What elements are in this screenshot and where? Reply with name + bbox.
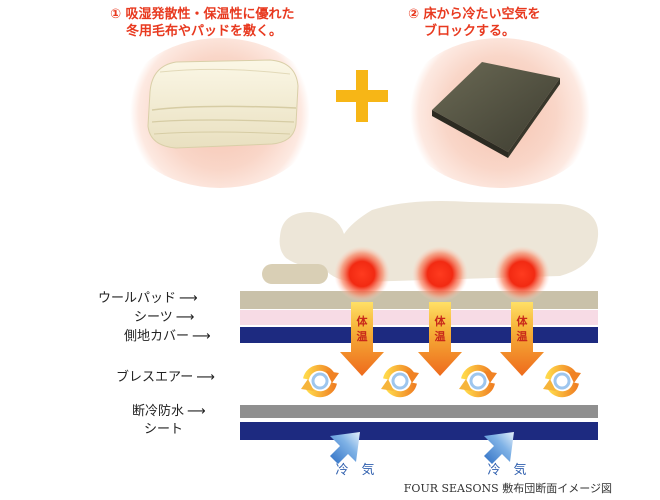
cold-air-label: 冷 気 xyxy=(487,462,526,478)
heat-arrow-icon: 体 温 xyxy=(418,302,462,376)
airflow-cycle-icon xyxy=(459,364,497,398)
heat-label: 体 xyxy=(517,314,529,328)
wool-pad-layer xyxy=(240,291,598,309)
heat-label: 体 xyxy=(357,314,369,328)
layer-label-sheet2: シート xyxy=(144,422,184,437)
heat-label: 体 xyxy=(435,314,447,328)
waterproof-gray-layer xyxy=(240,405,598,418)
step1-title: ① 吸湿発散性・保温性に優れた 冬用毛布やパッドを敷く。 xyxy=(110,6,295,40)
heat-label: 温 xyxy=(517,329,528,343)
body-heat-icon xyxy=(334,246,390,302)
step1-title-line1: ① 吸湿発散性・保温性に優れた xyxy=(110,7,295,22)
heat-label: 温 xyxy=(357,329,368,343)
heat-label: 温 xyxy=(435,329,446,343)
layer-label-sheet: シーツ⟶ xyxy=(134,310,195,325)
step1-title-line2: 冬用毛布やパッドを敷く。 xyxy=(126,24,283,39)
airflow-cycle-icon xyxy=(381,364,419,398)
body-heat-icon xyxy=(494,246,550,302)
airflow-cycle-icon xyxy=(301,364,339,398)
plus-icon xyxy=(336,70,388,122)
blanket-image xyxy=(147,59,299,149)
airflow-cycle-icon xyxy=(543,364,581,398)
body-heat-icon xyxy=(412,246,468,302)
diagram-caption: FOUR SEASONS 敷布団断面イメージ図 xyxy=(403,482,612,495)
step2-title-line2: ブロックする。 xyxy=(424,24,516,39)
mat-image xyxy=(432,62,560,158)
heat-arrow-icon: 体 温 xyxy=(500,302,544,376)
cold-air-arrow-icon xyxy=(484,432,514,464)
sheet-layer xyxy=(240,310,598,325)
layer-label-cover: 側地カバー⟶ xyxy=(124,329,211,344)
cover-layer xyxy=(240,327,598,343)
heat-arrow-icon: 体 温 xyxy=(340,302,384,376)
step2-title: ② 床から冷たい空気を ブロックする。 xyxy=(408,6,541,40)
waterproof-navy-layer xyxy=(240,422,598,440)
layer-label-breath-air: ブレスエアー⟶ xyxy=(116,370,215,385)
layer-label-waterproof: 断冷防水⟶ xyxy=(132,404,206,419)
cold-air-label: 冷 気 xyxy=(335,462,374,478)
layer-label-wool-pad: ウールパッド⟶ xyxy=(98,291,198,306)
cold-air-arrow-icon xyxy=(330,432,360,464)
step2-title-line1: ② 床から冷たい空気を xyxy=(408,7,541,22)
